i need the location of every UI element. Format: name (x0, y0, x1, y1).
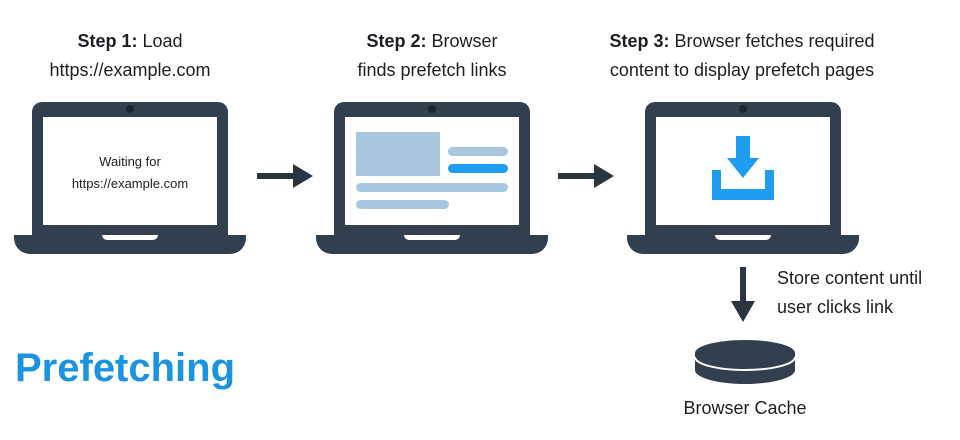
laptop-lid (645, 102, 841, 235)
waiting-text: Waiting for https://example.com (43, 151, 217, 195)
link-bar-highlighted (448, 164, 508, 173)
camera-dot (428, 105, 436, 113)
laptop-base (316, 235, 548, 254)
browser-cache-label: Browser Cache (683, 398, 807, 418)
laptop-lid: Waiting for https://example.com (32, 102, 228, 235)
camera-dot (739, 105, 747, 113)
database-icon (694, 340, 796, 384)
laptop-icon (316, 102, 548, 254)
step3-text-line2: content to display prefetch pages (609, 60, 875, 80)
laptop-base (14, 235, 246, 254)
step2-text: Browser (431, 31, 498, 51)
step2-label: Step 2: (366, 31, 427, 51)
text-bar-short (356, 200, 449, 209)
image-placeholder (356, 132, 440, 176)
step1-url: https://example.com (49, 60, 211, 80)
waiting-line2: https://example.com (71, 176, 189, 191)
store-content-note: Store content until user clicks link (777, 264, 957, 322)
laptop-icon: Waiting for https://example.com (14, 102, 246, 254)
text-bar (356, 183, 508, 192)
laptop-lid (334, 102, 530, 235)
store-note-line1: Store content until (777, 268, 923, 288)
step3-caption: Step 3: Browser fetches required content… (572, 27, 912, 85)
laptop-screen (345, 117, 519, 225)
step1-label: Step 1: (77, 31, 138, 51)
store-note-line2: user clicks link (777, 297, 894, 317)
laptop-notch (715, 235, 771, 240)
page-title: Prefetching (15, 346, 236, 390)
link-bar (448, 147, 508, 156)
step1-caption: Step 1: Load https://example.com (10, 27, 250, 85)
waiting-line1: Waiting for (99, 154, 161, 169)
step2-caption: Step 2: Browser finds prefetch links (312, 27, 552, 85)
laptop-notch (102, 235, 158, 240)
step3-label: Step 3: (609, 31, 670, 51)
download-icon (712, 136, 774, 200)
prefetch-links-illustration (356, 132, 508, 209)
right-arrow-icon (558, 164, 614, 188)
laptop-notch (404, 235, 460, 240)
laptop-screen (656, 117, 830, 225)
camera-dot (126, 105, 134, 113)
step2-text-line2: finds prefetch links (357, 60, 507, 80)
step3-text: Browser fetches required (674, 31, 875, 51)
step1-text: Load (142, 31, 183, 51)
laptop-base (627, 235, 859, 254)
laptop-icon (627, 102, 859, 254)
down-arrow-icon (731, 267, 755, 322)
laptop-screen: Waiting for https://example.com (43, 117, 217, 225)
right-arrow-icon (257, 164, 313, 188)
